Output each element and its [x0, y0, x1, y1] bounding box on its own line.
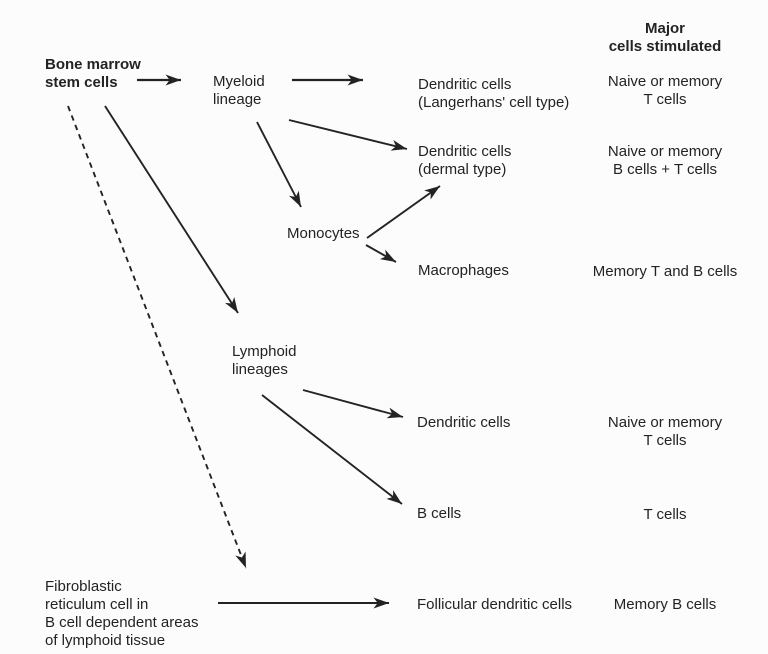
- stimulated-t-cells: T cells: [643, 506, 687, 523]
- arrow-myeloid-to-dermal: [288, 119, 408, 151]
- arrow-lymphoid-to-b-cells: [261, 394, 403, 505]
- node-monocytes: Monocytes: [287, 225, 360, 242]
- stimulated-naive-memory-b-t-cells: Naive or memory B cells + T cells: [607, 143, 723, 178]
- node-bone-marrow-stem-cells: Bone marrow stem cells: [45, 56, 141, 91]
- arrow-bone-marrow-to-fibroblastic-dashed: [67, 105, 247, 569]
- arrow-bone-marrow-to-lymphoid: [104, 105, 239, 314]
- node-follicular-dendritic-cells: Follicular dendritic cells: [417, 596, 573, 613]
- stimulated-naive-memory-t-cells-1: Naive or memory T cells: [607, 73, 723, 108]
- column-header-major-cells-stimulated: Major cells stimulated: [608, 20, 722, 55]
- arrow-lymphoid-to-dendritic: [302, 389, 404, 419]
- node-dendritic-cells-langerhans: Dendritic cells (Langerhans' cell type): [418, 76, 570, 111]
- arrow-monocytes-to-macrophages: [365, 244, 397, 263]
- node-macrophages: Macrophages: [418, 262, 509, 279]
- node-fibroblastic-reticulum-cell: Fibroblastic reticulum cell in B cell de…: [45, 578, 199, 649]
- arrow-myeloid-to-monocytes: [256, 121, 302, 208]
- node-lymphoid-lineages: Lymphoid lineages: [232, 343, 297, 378]
- stimulated-naive-memory-t-cells-2: Naive or memory T cells: [607, 414, 723, 449]
- node-myeloid-lineage: Myeloid lineage: [213, 73, 265, 108]
- stimulated-memory-b-cells: Memory B cells: [613, 596, 717, 613]
- node-b-cells: B cells: [417, 505, 462, 522]
- node-dendritic-cells-lymphoid: Dendritic cells: [417, 414, 511, 431]
- arrow-monocytes-to-dermal: [366, 185, 441, 239]
- stimulated-memory-t-and-b-cells: Memory T and B cells: [592, 263, 738, 280]
- node-dendritic-cells-dermal: Dendritic cells (dermal type): [418, 143, 512, 178]
